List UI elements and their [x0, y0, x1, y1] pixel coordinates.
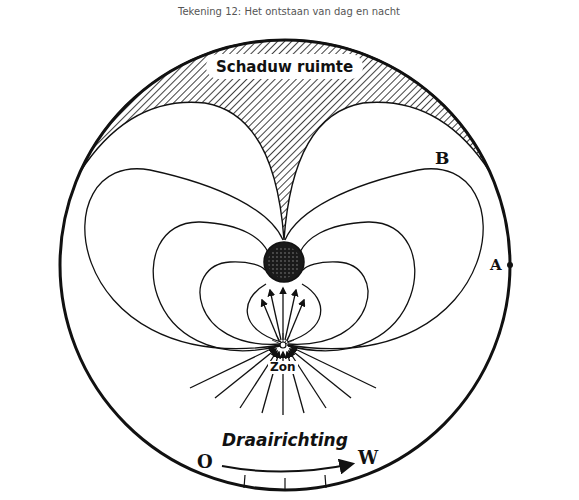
region-name: Schaduw ruimte — [216, 58, 353, 76]
earth-ball — [264, 242, 304, 282]
outer-sphere — [60, 40, 510, 490]
earth-texture — [268, 246, 300, 278]
point-a-dot — [507, 262, 513, 268]
field-lines — [85, 169, 483, 415]
sun-label: Zon — [268, 361, 298, 374]
figure-title: Tekening 12: Het ontstaan van dag en nac… — [178, 6, 400, 17]
direction-west: W — [358, 448, 378, 468]
shadow-region — [80, 40, 490, 240]
direction-east: O — [197, 452, 213, 472]
point-label: A — [490, 257, 502, 274]
point-label: B — [435, 149, 449, 168]
rim-ticks — [244, 475, 326, 490]
shadow-label: Schaduw ruimte — [206, 54, 363, 79]
sun-dot — [280, 342, 286, 348]
rotation-label: Draairichting — [219, 431, 351, 450]
rotation-arrow — [222, 464, 352, 472]
